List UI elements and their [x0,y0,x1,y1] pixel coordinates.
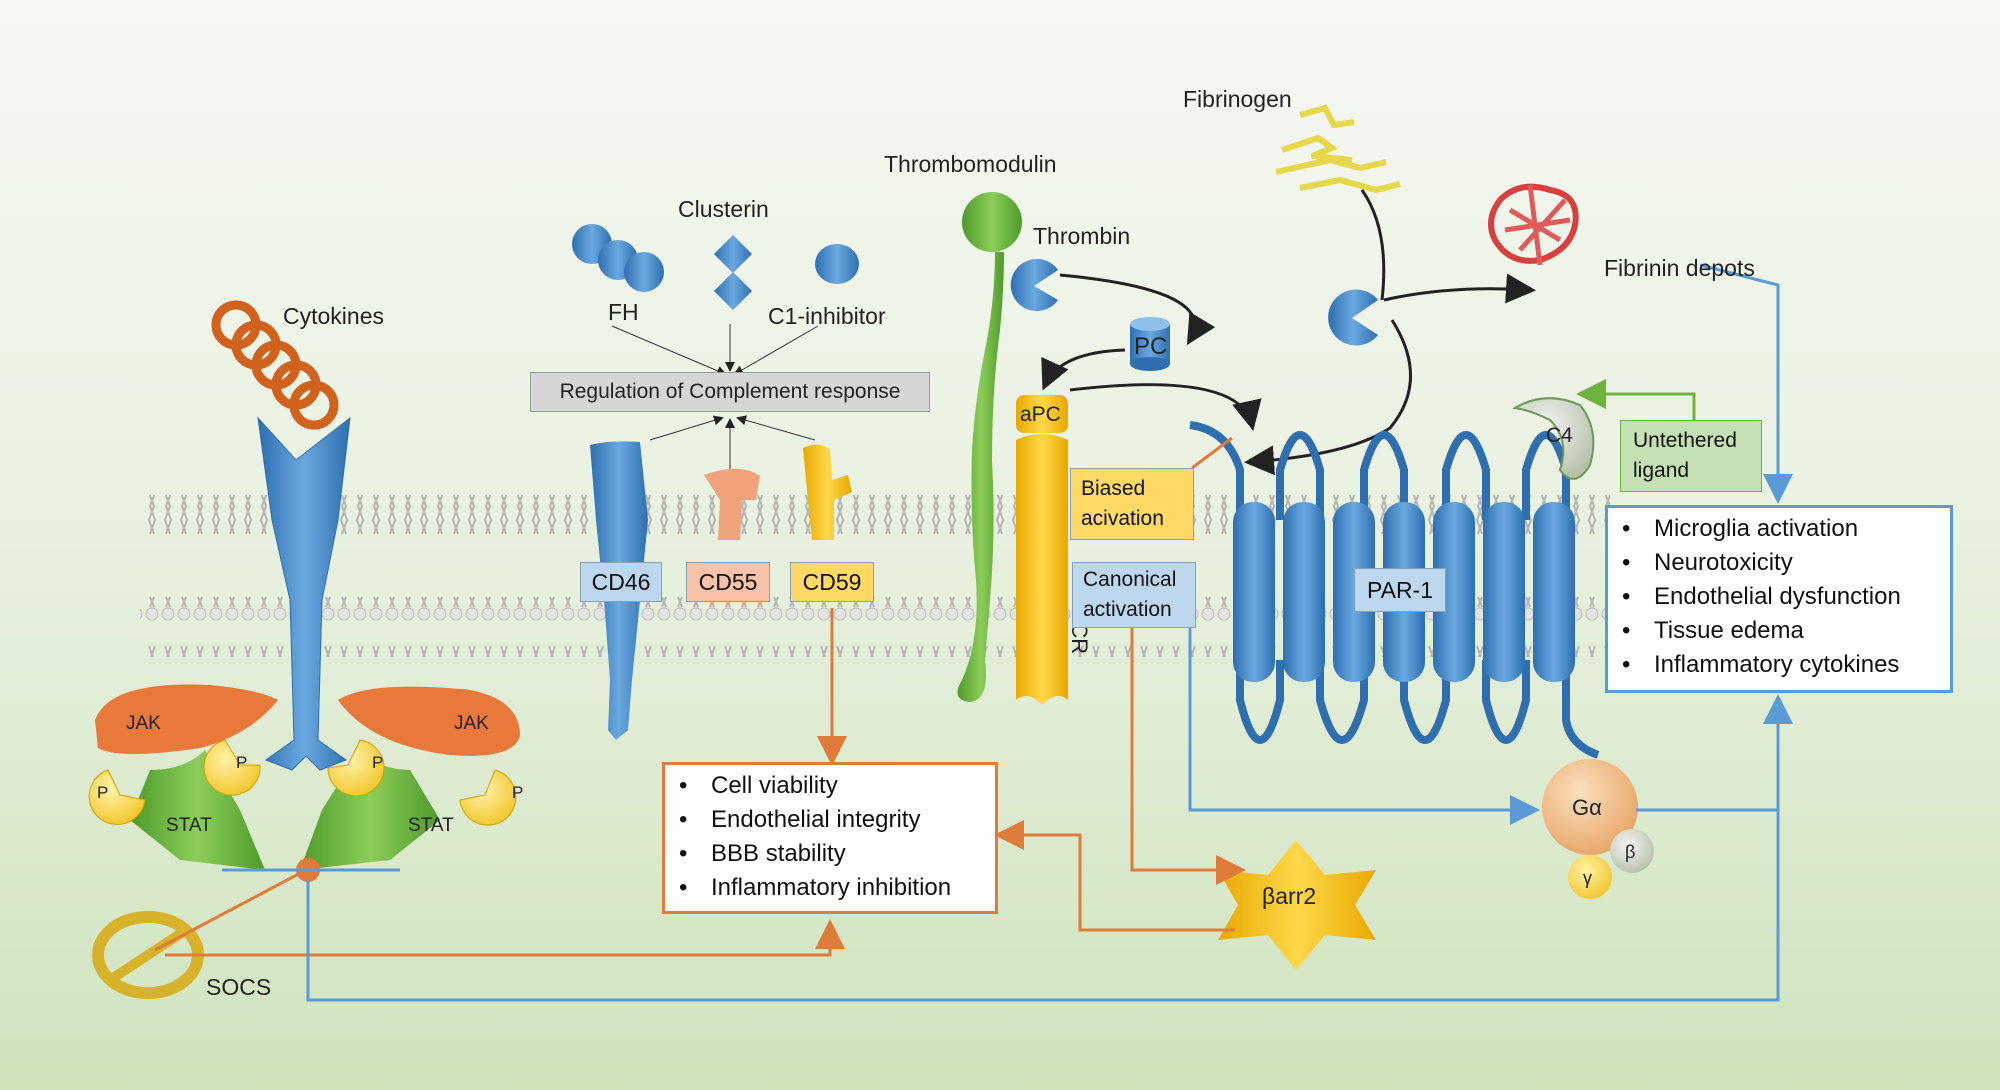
phospho-label-3: P [372,753,383,772]
cytokine-receptor [257,416,351,771]
phospho-label-4: P [512,783,523,802]
stat-left-label: STAT [166,815,212,836]
blue-signal-lines [222,263,1793,1002]
fh-protein [572,224,664,292]
stat-left [130,750,265,870]
thrombin-label: Thrombin [1033,223,1130,249]
coagulation-arrows [1041,273,1262,431]
complement-arrows [611,324,819,470]
fibrinogen-label: Fibrinogen [1183,86,1292,112]
socs-label: SOCS [206,974,271,1000]
thrombomodulin-protein [957,192,1022,702]
cytokines-label: Cytokines [283,303,384,329]
pc-label: PC [1134,333,1167,360]
phospho-label-2: P [236,753,247,772]
g-gamma-subunit [1568,855,1612,899]
thrombin-molecule [1010,259,1058,311]
harmful-effects-box: Microglia activation Neurotoxicity Endot… [1605,505,1953,693]
fibrin-clot [1488,183,1579,266]
c1-inhibitor-label: C1-inhibitor [768,303,886,329]
g-beta-subunit [1610,829,1654,873]
cd59-protein [803,444,852,540]
protective-effects-box: Cell viability Endothelial integrity BBB… [662,762,998,914]
biased-activation-box: Biased acivation [1070,468,1194,540]
cd59-label: CD59 [790,562,874,602]
protective-effect-item: Endothelial integrity [679,803,995,837]
jak-right [338,686,520,756]
cd55-label: CD55 [686,562,770,602]
c4-label: C4 [1546,424,1573,447]
thrombin-to-fibrin-arrow [1383,273,1536,304]
clusterin-protein [714,235,752,310]
harmful-effect-item: Inflammatory cytokines [1622,648,1950,682]
fibrinogen-to-thrombin-line [1360,189,1386,301]
thrombin-to-par1-arrow [1244,319,1412,476]
protective-effect-item: Cell viability [679,769,995,803]
cd55-protein [704,468,760,540]
g-alpha-subunit [1542,759,1638,855]
stat-right [300,750,440,870]
g-alpha-label: Gα [1572,795,1602,820]
regulation-box: Regulation of Complement response [530,372,930,412]
phospho-label-1: P [97,783,108,802]
g-beta-label: β [1625,842,1635,862]
cytokine-chain [211,300,339,430]
cd46-label: CD46 [580,562,662,602]
epcr-protein [1016,434,1068,705]
barr2-star [1218,840,1376,970]
canonical-activation-box: Canonical activation [1072,562,1196,628]
protective-effect-item: Inflammatory inhibition [679,871,995,905]
protective-effect-item: BBB stability [679,837,995,871]
green-signal-lines [1576,379,1696,420]
jak-left-label: JAK [126,713,161,734]
harmful-effect-item: Microglia activation [1622,512,1950,546]
c4-protein [1512,397,1595,480]
untethered-ligand-box: Untethered ligand [1620,420,1762,492]
fh-label: FH [608,299,639,325]
jak-left [95,684,278,754]
thrombin2-molecule [1328,289,1378,346]
harmful-effect-item: Tissue edema [1622,614,1950,648]
stat-right-label: STAT [408,815,454,836]
fibrinogen-strands [1275,104,1401,194]
c1-inhibitor-protein [815,244,859,284]
apc-label: aPC [1020,403,1061,426]
fibrinin-depots-label: Fibrinin depots [1604,255,1755,281]
pc-cylinder [1130,317,1170,371]
barr2-label: βarr2 [1262,883,1316,909]
thrombomodulin-label: Thrombomodulin [884,151,1057,177]
apc-box [1016,395,1068,433]
harmful-effect-item: Neurotoxicity [1622,546,1950,580]
harmful-effect-item: Endothelial dysfunction [1622,580,1950,614]
orange-signal-lines [154,436,1246,957]
clusterin-label: Clusterin [678,196,769,222]
g-gamma-label: γ [1583,868,1592,888]
jak-right-label: JAK [454,713,489,734]
phospho-groups [88,739,517,826]
par1-receptor [1189,421,1600,759]
par1-label: PAR-1 [1354,568,1446,612]
